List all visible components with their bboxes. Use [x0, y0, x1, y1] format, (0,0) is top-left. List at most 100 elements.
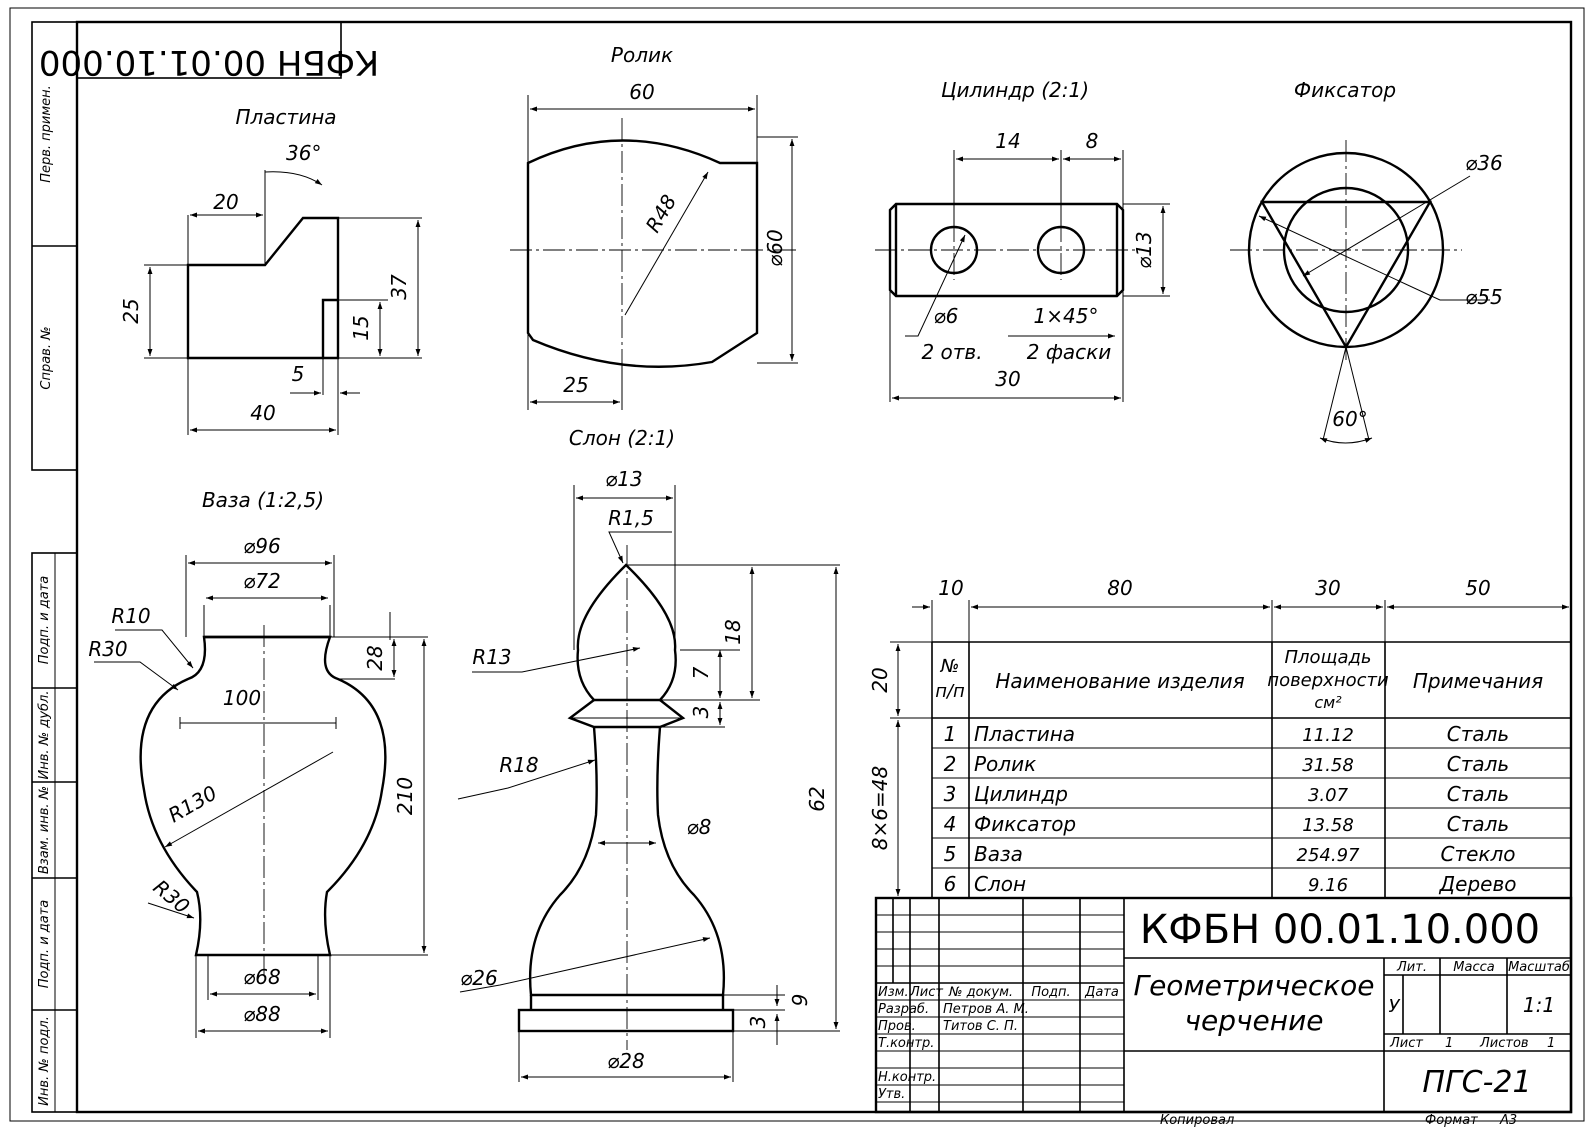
- rolik-dim-d60: ⌀60: [763, 229, 787, 267]
- tb-scale-label: Масштаб: [1508, 960, 1570, 975]
- slon-dim-d8: ⌀8: [687, 815, 712, 839]
- plastina-dim-25: 25: [119, 298, 143, 323]
- title-code: КФБН 00.01.10.000: [1140, 907, 1540, 953]
- row-note: Сталь: [1447, 752, 1509, 776]
- tb-prov-label: Пров.: [878, 1019, 916, 1034]
- slon-title: Слон (2:1): [569, 426, 675, 450]
- plastina-dim-37: 37: [387, 274, 411, 300]
- slon-dim-3-bottom: 3: [746, 1016, 770, 1029]
- table-row: 5 Ваза 254.97 Стекло: [944, 842, 1516, 866]
- fiksator-dim-d36: ⌀36: [1465, 151, 1503, 175]
- title-name-line1: Геометрическое: [1133, 969, 1374, 1002]
- row-number: 6: [944, 872, 957, 896]
- side-label-sprav: Справ. №: [39, 326, 54, 389]
- tb-lit-label: Лит.: [1396, 960, 1427, 975]
- title-name-line2: черчение: [1184, 1004, 1323, 1037]
- view-cilindr: Цилиндр (2:1) 14 8 ⌀13 ⌀6 2 отв. 1×45° 2…: [875, 78, 1170, 402]
- cilindr-title: Цилиндр (2:1): [941, 78, 1089, 102]
- side-label-podp-data-2: Подп. и дата: [37, 900, 52, 989]
- tb-hdr-docum: № докум.: [948, 985, 1013, 1000]
- row-area: 13.58: [1302, 815, 1354, 836]
- spec-row-height-20: 20: [868, 667, 892, 692]
- sheet-frame: [9, 7, 1585, 1122]
- slon-dim-62: 62: [805, 786, 829, 811]
- slon-dim-18: 18: [721, 619, 745, 644]
- side-label-podp-data-1: Подп. и дата: [37, 576, 52, 665]
- vaza-dim-28: 28: [363, 645, 387, 670]
- row-note: Сталь: [1447, 782, 1509, 806]
- rolik-dim-25: 25: [563, 373, 588, 397]
- cilindr-dim-30: 30: [995, 367, 1020, 391]
- slon-dim-r13: R13: [472, 645, 511, 669]
- table-row: 1 Пластина 11.12 Сталь: [944, 722, 1510, 746]
- mirrored-code-box: КФБН 00.01.10.000: [39, 21, 379, 82]
- row-area: 3.07: [1308, 785, 1349, 806]
- rolik-title: Ролик: [611, 43, 673, 67]
- tb-tkontr: Т.контр.: [878, 1036, 934, 1051]
- spec-header-area-line1: Площадь: [1284, 647, 1371, 668]
- row-name: Пластина: [974, 722, 1075, 746]
- row-number: 2: [944, 752, 957, 776]
- spec-col-width-80: 80: [1107, 576, 1132, 600]
- slon-dim-9: 9: [788, 994, 812, 1007]
- tb-scale-value: 1:1: [1523, 993, 1555, 1017]
- vaza-dim-100: 100: [223, 686, 261, 710]
- plastina-dim-15: 15: [349, 315, 373, 340]
- spec-header-num-line2: п/п: [935, 681, 965, 702]
- format-label: Формат: [1425, 1113, 1478, 1127]
- plastina-dim-20: 20: [213, 190, 238, 214]
- spec-table: 10 80 30 50 20 8×6=48 № п/п Наименование…: [868, 576, 1571, 899]
- vaza-dim-210: 210: [393, 777, 417, 815]
- cilindr-chamfer-note: 2 фаски: [1027, 340, 1112, 364]
- vaza-dim-d88: ⌀88: [243, 1002, 281, 1026]
- row-note: Стекло: [1440, 842, 1515, 866]
- cilindr-dim-14: 14: [995, 129, 1020, 153]
- tb-utv: Утв.: [878, 1087, 905, 1102]
- side-label-perv-primen: Перв. примен.: [39, 85, 54, 183]
- tb-hdr-data: Дата: [1084, 985, 1119, 1000]
- spec-col-width-30: 30: [1315, 576, 1340, 600]
- row-note: Сталь: [1447, 812, 1509, 836]
- rolik-dim-60: 60: [629, 80, 654, 104]
- table-row: 6 Слон 9.16 Дерево: [944, 872, 1517, 896]
- spec-col-width-10: 10: [938, 576, 963, 600]
- vaza-title: Ваза (1:2,5): [202, 488, 324, 512]
- cilindr-dim-d6: ⌀6: [934, 304, 959, 328]
- cilindr-dim-8: 8: [1086, 129, 1099, 153]
- row-name: Фиксатор: [974, 812, 1076, 836]
- tb-listov-label: Листов: [1479, 1036, 1529, 1051]
- tb-razrab-name: Петров А. М.: [943, 1002, 1029, 1017]
- mirrored-code: КФБН 00.01.10.000: [39, 42, 379, 82]
- slon-dim-3-top: 3: [689, 706, 713, 719]
- row-name: Слон: [974, 872, 1026, 896]
- tb-nkontr: Н.контр.: [878, 1070, 936, 1085]
- spec-row-height-48: 8×6=48: [868, 766, 892, 850]
- format-value: А3: [1499, 1113, 1517, 1127]
- fiksator-title: Фиксатор: [1294, 78, 1396, 102]
- spec-header-area-line2: поверхности: [1267, 670, 1389, 691]
- side-label-inv-dubl: Инв. № дубл.: [37, 691, 52, 780]
- plastina-dim-40: 40: [250, 401, 275, 425]
- tb-listov-value: 1: [1547, 1036, 1555, 1051]
- plastina-dim-5: 5: [292, 362, 305, 386]
- spec-col-width-50: 50: [1465, 576, 1490, 600]
- row-note: Сталь: [1447, 722, 1509, 746]
- tb-hdr-izm: Изм.: [878, 985, 909, 1000]
- view-rolik: Ролик 60 R48 ⌀60 25: [510, 43, 800, 410]
- view-fiksator: Фиксатор ⌀36 ⌀55 60°: [1230, 78, 1503, 444]
- row-area: 254.97: [1297, 845, 1361, 866]
- view-plastina: Пластина 36° 20 25 37 15 5 40: [119, 105, 422, 435]
- spec-header-name: Наименование изделия: [995, 669, 1244, 693]
- side-label-inv-podl: Инв. № подл.: [37, 1016, 52, 1106]
- fiksator-dim-60deg: 60°: [1332, 407, 1367, 431]
- row-number: 3: [944, 782, 957, 806]
- side-label-vzam-inv: Взам. инв. №: [37, 786, 52, 874]
- title-block: КФБН 00.01.10.000 Геометрическое черчени…: [874, 896, 1573, 1114]
- cilindr-chamfer: 1×45°: [1034, 304, 1099, 328]
- view-slon: Слон (2:1) ⌀13 R1,5 R13 18 7 3 R18 ⌀8 62…: [457, 426, 840, 1082]
- side-labels: Перв. примен. Справ. № Подп. и дата Инв.…: [37, 85, 54, 1106]
- row-name: Ваза: [974, 842, 1023, 866]
- slon-dim-d28: ⌀28: [607, 1049, 645, 1073]
- kopiroval-label: Копировал: [1160, 1113, 1234, 1127]
